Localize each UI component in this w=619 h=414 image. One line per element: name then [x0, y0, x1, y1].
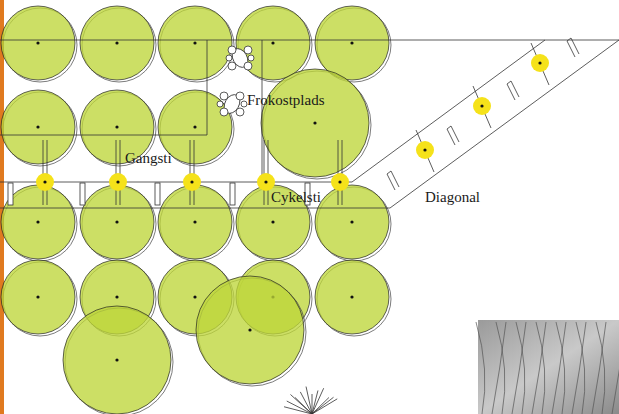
photo	[476, 320, 619, 414]
tree-group	[1, 6, 391, 414]
tree	[63, 306, 173, 414]
path-lines	[0, 40, 619, 208]
tree	[158, 185, 234, 261]
bench-group	[387, 38, 579, 190]
tree	[1, 6, 77, 82]
tree	[261, 69, 371, 179]
place-label: Gangsti	[124, 150, 173, 167]
place-label: Frokostplads	[246, 92, 326, 109]
tree	[1, 90, 77, 166]
tree	[315, 185, 391, 261]
tree	[158, 6, 234, 82]
place-label: Diagonal	[424, 189, 481, 206]
tree	[1, 260, 77, 336]
tree	[80, 185, 156, 261]
plant-sketch	[284, 387, 337, 414]
place-label: Cykelsti	[270, 189, 322, 206]
tree	[80, 6, 156, 82]
post-group	[8, 43, 549, 205]
tree	[196, 276, 306, 386]
tree	[315, 260, 391, 336]
edge-bar	[0, 0, 4, 414]
